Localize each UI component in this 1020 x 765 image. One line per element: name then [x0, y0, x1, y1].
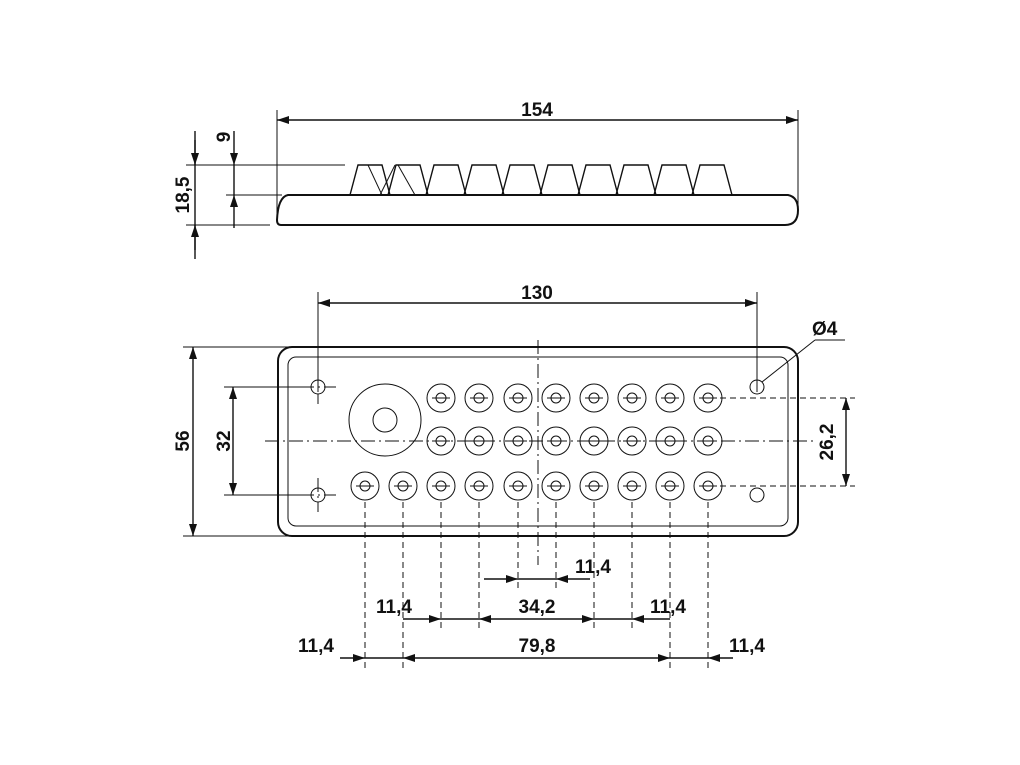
- ridge-height-label: 9: [214, 132, 235, 143]
- left-outer-pitch-label: 11,4: [298, 636, 334, 657]
- grommet: [617, 471, 647, 501]
- grommet: [503, 426, 533, 456]
- grommet: [617, 383, 647, 413]
- front-view: 130 Ø4 56 32 26,2 11,4 11,4 34: [173, 283, 855, 668]
- grommet-cone: [577, 164, 619, 196]
- side-grommet-profile: [349, 164, 733, 196]
- grommet: [579, 383, 609, 413]
- bottom-extension-lines: [364, 502, 709, 668]
- plate-height-label: 56: [173, 430, 194, 451]
- mount-spacing-label: 32: [214, 430, 235, 451]
- inner-pitch-label: 11,4: [575, 557, 611, 578]
- grommet: [541, 426, 571, 456]
- grommet: [579, 426, 609, 456]
- width-label: 154: [521, 100, 553, 121]
- span-mid-label: 34,2: [519, 597, 556, 618]
- grommet: [426, 471, 456, 501]
- grommet: [579, 471, 609, 501]
- right-mid-pitch-label: 11,4: [650, 597, 686, 618]
- grommet: [426, 383, 456, 413]
- grommet: [388, 471, 418, 501]
- grommet-cone: [425, 164, 467, 196]
- grommet: [464, 471, 494, 501]
- grommet-cone: [539, 164, 581, 196]
- grommet: [655, 471, 685, 501]
- side-height-label: 18,5: [173, 176, 194, 213]
- row-spacing-label: 26,2: [817, 424, 838, 461]
- grommet-cone: [691, 164, 733, 196]
- side-base-plate: [275, 194, 800, 226]
- grommet-cone: [615, 164, 657, 196]
- grommet: [655, 426, 685, 456]
- grommet: [693, 426, 723, 456]
- hole-spacing-label: 130: [521, 283, 553, 304]
- grommet: [655, 383, 685, 413]
- grommet: [541, 383, 571, 413]
- grommet: [464, 426, 494, 456]
- grommet-cone: [653, 164, 695, 196]
- grommet-cone: [463, 164, 505, 196]
- grommet-grid: [350, 383, 723, 501]
- grommet: [541, 471, 571, 501]
- grommet: [350, 471, 380, 501]
- right-outer-pitch-label: 11,4: [729, 636, 765, 657]
- left-mid-pitch-label: 11,4: [376, 597, 412, 618]
- hole-diameter-label: Ø4: [812, 319, 838, 340]
- large-grommet: [348, 383, 422, 457]
- grommet-cone: [501, 164, 543, 196]
- grommet: [503, 471, 533, 501]
- grommet: [464, 383, 494, 413]
- mounting-hole: [749, 487, 765, 503]
- grommet: [503, 383, 533, 413]
- side-view: 154 18,5 9: [173, 100, 800, 259]
- grommet-cone: [387, 164, 429, 196]
- grommet-cone: [349, 164, 391, 196]
- span-total-label: 79,8: [519, 636, 556, 657]
- grommet: [426, 426, 456, 456]
- grommet: [617, 426, 647, 456]
